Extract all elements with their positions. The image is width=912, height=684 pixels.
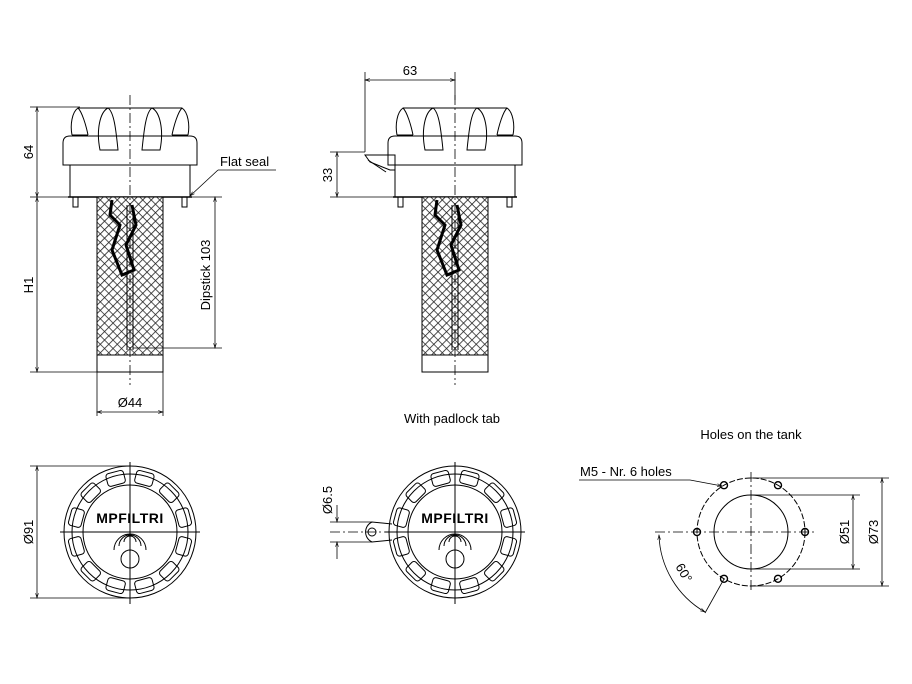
mpfiltri-logo: MPFILTRI xyxy=(96,510,164,526)
padlock-tab xyxy=(364,154,396,173)
side-view-dimensions: 64 H1 Dipstick 103 Ø44 Flat seal xyxy=(21,107,276,416)
dim-diameter-91: Ø91 xyxy=(21,520,36,545)
dim-diameter-6-5: Ø6.5 xyxy=(320,486,335,514)
flat-seal-label: Flat seal xyxy=(220,154,269,169)
padlock-top-tab: Ø6.5 xyxy=(320,486,395,559)
top-view-dimensions: Ø91 xyxy=(21,466,130,598)
dim-diameter-51: Ø51 xyxy=(837,520,852,545)
padlock-side-view xyxy=(386,93,524,387)
dim-diameter-73: Ø73 xyxy=(866,520,881,545)
side-view xyxy=(61,93,199,387)
angle-60: 60° xyxy=(672,560,695,585)
dim-63: 63 xyxy=(403,63,417,78)
dim-h1: H1 xyxy=(21,277,36,294)
dim-dipstick: Dipstick 103 xyxy=(198,240,213,311)
top-view xyxy=(59,461,201,605)
tank-hole xyxy=(773,481,783,490)
tank-hole xyxy=(800,527,810,537)
padlock-top-view xyxy=(384,461,526,605)
tank-holes-caption: Holes on the tank xyxy=(700,427,802,442)
holes-label: M5 - Nr. 6 holes xyxy=(580,464,672,479)
dim-33: 33 xyxy=(320,168,335,182)
dim-diameter-44: Ø44 xyxy=(118,395,143,410)
padlock-view-dimensions: 63 33 With padlock tab xyxy=(320,63,500,426)
tank-hole xyxy=(773,574,783,583)
mpfiltri-logo-padlock: MPFILTRI xyxy=(421,510,489,526)
padlock-caption: With padlock tab xyxy=(404,411,500,426)
tank-hole xyxy=(719,574,729,583)
tank-holes-view: Holes on the tank M5 - Nr. 6 holes Ø51 Ø… xyxy=(579,427,889,614)
dim-64: 64 xyxy=(21,145,36,159)
